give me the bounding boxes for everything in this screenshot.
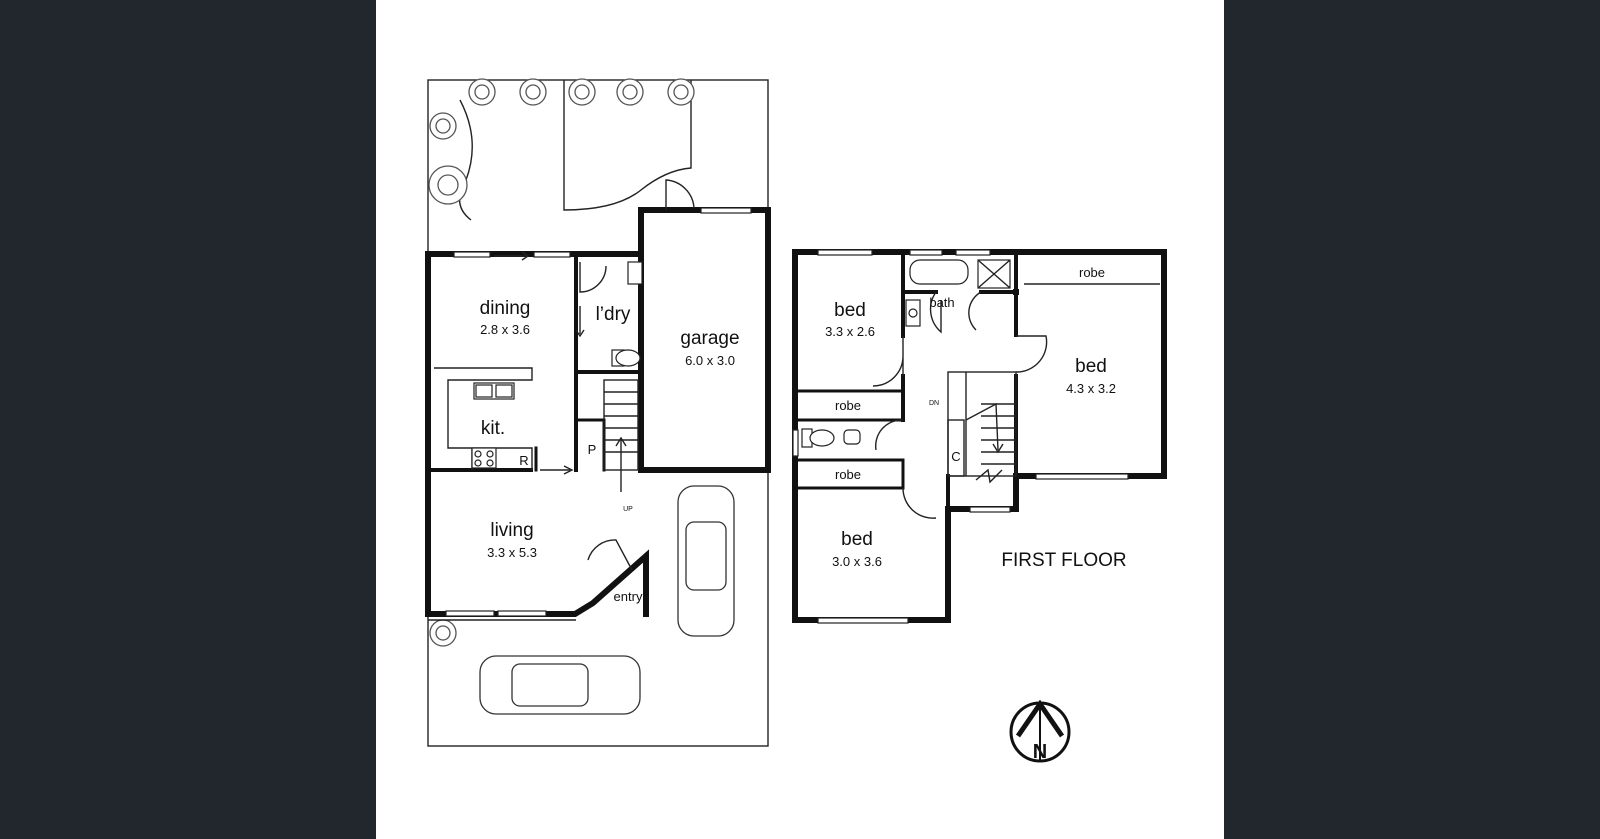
toilet-icon [611,349,641,367]
sink-icon [473,382,515,400]
bath-label: bath [929,295,954,310]
room-name-bed2: bed [1075,356,1107,377]
room-name-bed1: bed [834,300,866,321]
room-name-kitchen: kit. [481,418,505,439]
window [817,249,873,256]
car-icon [479,655,641,715]
door-swing [902,487,937,519]
window [445,610,495,617]
tree-icon [428,165,468,205]
toilet-icon [801,428,861,448]
pantry-label: P [588,442,597,457]
cupboard [947,419,965,477]
door-arrow [575,329,585,338]
tree-icon [519,78,547,106]
room-name-garage: garage [680,328,739,349]
window [909,249,943,256]
house-outer-wall [425,251,649,617]
door-swing [872,336,904,387]
tree-icon [429,619,457,647]
room-name-bed3: bed [841,529,873,550]
ground-floor: dining 2.8 x 3.6 l’dry garage 6.0 x 3.0 … [425,78,771,747]
slide-arrow [521,251,530,261]
garden-path [563,80,692,211]
window [792,429,799,457]
door-swing [579,262,607,293]
window [1035,473,1129,480]
room-name-dining: dining [480,298,531,319]
cupboard-label: C [951,449,960,464]
first-floor: bed 3.3 x 2.6 bath robe bed 4.3 x 3.2 ro… [792,249,1167,624]
north-letter: N [1033,741,1047,763]
window [497,610,547,617]
robe-label-bed1: robe [835,398,861,413]
room-name-living: living [490,520,533,541]
north-arrow-icon: N [1009,699,1071,763]
tree-icon [468,78,496,106]
room-dim-garage: 6.0 x 3.0 [685,353,735,368]
site-boundary [427,79,769,747]
floor-plan-drawing: dining 2.8 x 3.6 l’dry garage 6.0 x 3.0 … [425,78,1167,763]
room-name-laundry: l’dry [596,304,631,325]
window [533,251,571,258]
room-dim-living: 3.3 x 5.3 [487,545,537,560]
floor-plan-sheet: dining 2.8 x 3.6 l’dry garage 6.0 x 3.0 … [376,0,1224,839]
stair-up-label: UP [623,506,633,513]
kitchen-bench [434,367,533,470]
staircase-up [603,379,639,492]
door-swing [1015,335,1048,373]
car-icon [677,485,735,637]
robe-label-bed3: robe [835,467,861,482]
room-dim-dining: 2.8 x 3.6 [480,322,530,337]
tree-icon [667,78,695,106]
door-swing [587,539,633,571]
room-dim-bed2: 4.3 x 3.2 [1066,381,1116,396]
room-dim-bed1: 3.3 x 2.6 [825,324,875,339]
window [817,617,909,624]
door-swing [968,291,982,331]
garden-bed-edge [458,99,473,221]
window [453,251,491,258]
door-arrow [563,465,574,475]
tree-icon [429,112,457,140]
window [700,207,752,214]
basin-icon [905,299,921,327]
entry-label: entry [614,589,643,604]
room-dim-bed3: 3.0 x 3.6 [832,554,882,569]
window [955,249,991,256]
door-swing [929,291,942,334]
tree-icon [616,78,644,106]
shower-icon [977,259,1011,289]
staircase-down [947,371,1017,484]
floor-label: FIRST FLOOR [1001,550,1126,571]
tree-icon [568,78,596,106]
door-swing [665,179,695,210]
bath-icon [909,259,969,285]
robe-label-master: robe [1079,265,1105,280]
stair-dn-label: DN [929,400,939,407]
fridge-label: R [519,453,528,468]
laundry-tub [627,261,643,285]
door-swing [874,419,904,451]
window [969,506,1011,513]
